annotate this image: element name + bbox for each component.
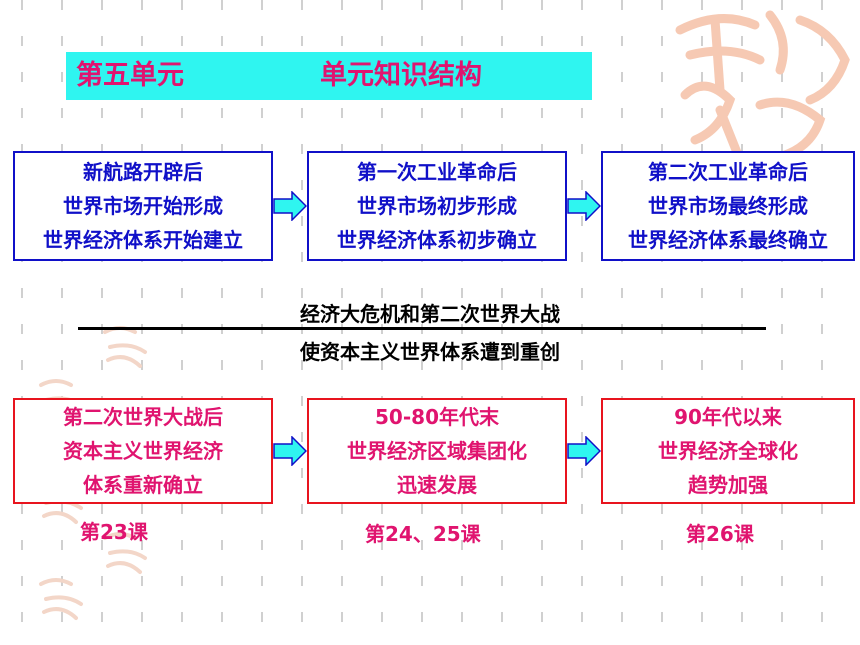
right-arrow-icon	[567, 436, 601, 466]
box-line: 世界市场开始形成	[63, 194, 223, 218]
right-arrow-icon	[567, 191, 601, 221]
box-line: 第二次世界大战后	[63, 405, 223, 429]
lesson-label: 第23课	[80, 520, 148, 544]
box-line: 迅速发展	[397, 473, 477, 497]
page-title: 单元知识结构	[320, 60, 482, 91]
title-bar: 第五单元 单元知识结构	[66, 52, 592, 100]
box-line: 体系重新确立	[83, 473, 203, 497]
lesson-label: 第26课	[686, 522, 754, 546]
top-box-2: 第一次工业革命后 世界市场初步形成 世界经济体系初步确立	[307, 151, 567, 261]
lesson-label: 第24、25课	[365, 522, 481, 546]
box-line: 50-80年代末	[375, 405, 499, 429]
right-arrow-icon	[273, 191, 307, 221]
middle-line-1: 经济大危机和第二次世界大战	[300, 302, 560, 326]
bottom-box-1: 第二次世界大战后 资本主义世界经济 体系重新确立	[13, 398, 273, 504]
bottom-box-2: 50-80年代末 世界经济区域集团化 迅速发展	[307, 398, 567, 504]
top-box-3: 第二次工业革命后 世界市场最终形成 世界经济体系最终确立	[601, 151, 855, 261]
divider-line	[78, 327, 766, 330]
box-line: 第二次工业革命后	[648, 160, 808, 184]
box-line: 世界经济全球化	[658, 439, 798, 463]
box-line: 资本主义世界经济	[63, 439, 223, 463]
box-line: 世界市场最终形成	[648, 194, 808, 218]
box-line: 世界经济区域集团化	[347, 439, 527, 463]
watermark-seal-small	[103, 532, 147, 574]
box-line: 世界经济体系初步确立	[337, 228, 537, 252]
box-line: 趋势加强	[688, 473, 768, 497]
box-line: 第一次工业革命后	[357, 160, 517, 184]
unit-title: 第五单元	[76, 60, 184, 91]
top-box-1: 新航路开辟后 世界市场开始形成 世界经济体系开始建立	[13, 151, 273, 261]
middle-line-2: 使资本主义世界体系遭到重创	[300, 340, 560, 364]
watermark-seal-small	[39, 578, 83, 620]
box-line: 新航路开辟后	[83, 160, 203, 184]
box-line: 世界经济体系最终确立	[628, 228, 828, 252]
right-arrow-icon	[273, 436, 307, 466]
box-line: 90年代以来	[674, 405, 782, 429]
box-line: 世界市场初步形成	[357, 194, 517, 218]
box-line: 世界经济体系开始建立	[43, 228, 243, 252]
watermark-seal-large	[675, 10, 850, 165]
bottom-box-3: 90年代以来 世界经济全球化 趋势加强	[601, 398, 855, 504]
